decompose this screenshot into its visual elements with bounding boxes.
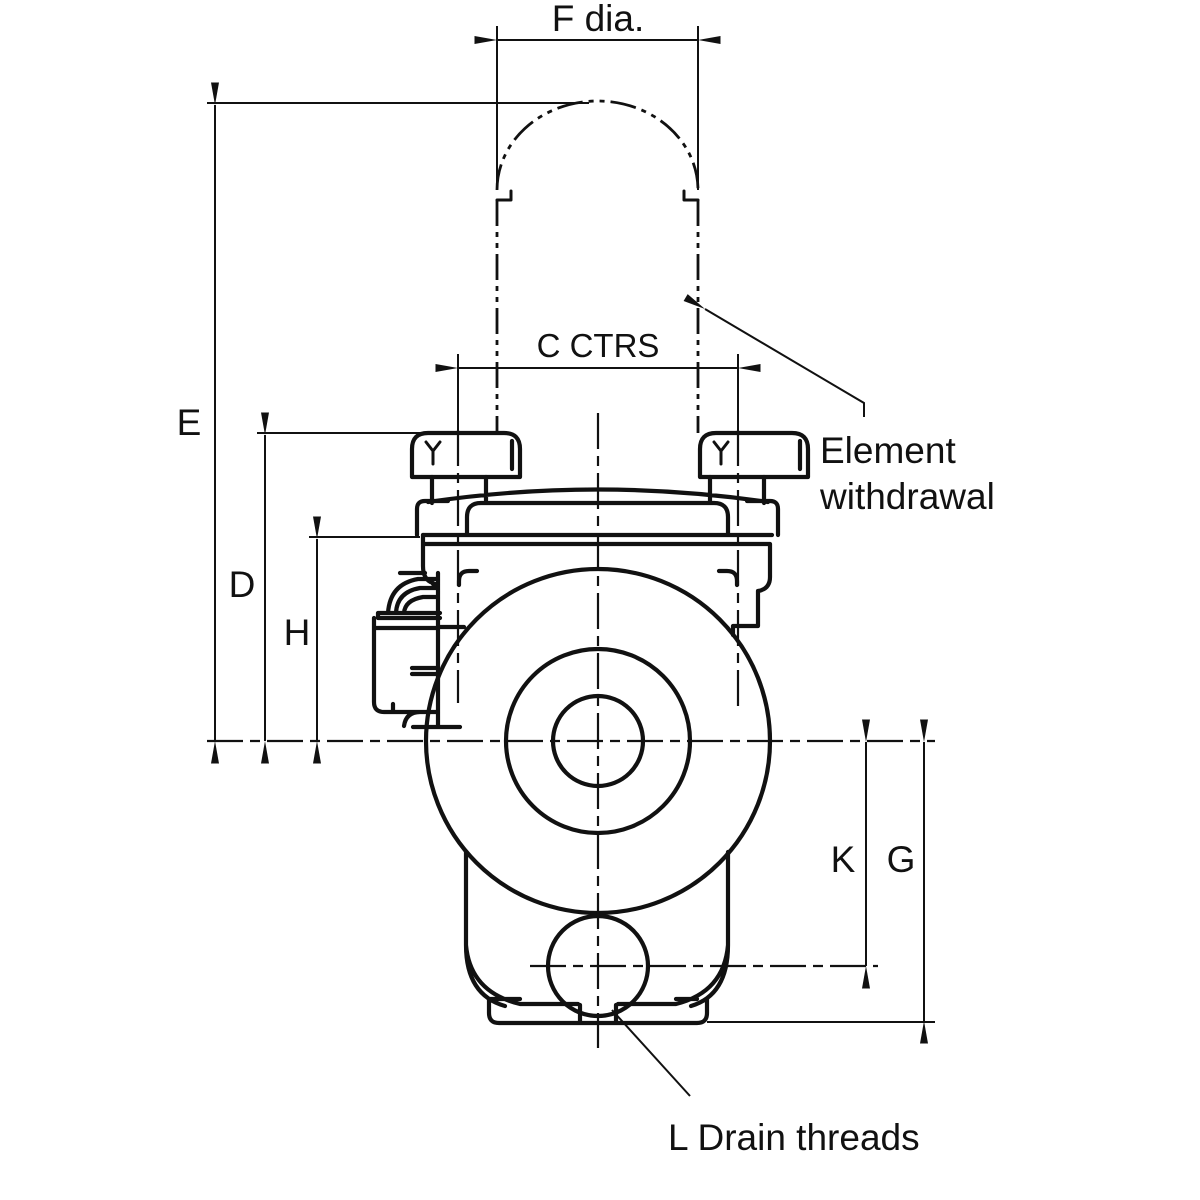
- drain-threads-callout: L Drain threads: [611, 1009, 920, 1158]
- withdrawal-envelope: [495, 99, 700, 433]
- dimension-e: E: [177, 82, 589, 764]
- k-label: K: [831, 839, 856, 880]
- left-hand-knob: [409, 430, 523, 480]
- c-ctrs-label: C CTRS: [537, 327, 660, 364]
- e-label: E: [177, 402, 202, 443]
- body-flange-band: [420, 532, 773, 638]
- drain-leader-line: [611, 1009, 691, 1097]
- dimension-c-ctrs: C CTRS: [435, 327, 761, 430]
- g-label: G: [887, 839, 916, 880]
- f-dia-label: F dia.: [552, 0, 645, 39]
- right-hand-knob: [697, 430, 811, 480]
- element-withdrawal-callout: Element withdrawal: [683, 294, 995, 517]
- dimension-g: G: [707, 719, 935, 1044]
- h-label: H: [284, 612, 311, 653]
- dimension-h: H: [284, 516, 420, 764]
- dimension-f-dia: F dia.: [474, 0, 721, 190]
- d-label: D: [229, 564, 256, 605]
- dimension-d: D: [229, 412, 497, 764]
- withdrawal-envelope-phantom: [495, 99, 700, 433]
- cover-assembly: [409, 430, 811, 538]
- dimension-k: K: [831, 719, 870, 989]
- l-drain-threads-label: L Drain threads: [668, 1117, 920, 1158]
- envelope-step-notches: [495, 189, 700, 202]
- knob-slot-marks: [424, 440, 730, 466]
- centerlines: [207, 413, 935, 1048]
- element-withdrawal-leader: [683, 294, 865, 417]
- flange-band-outline: [420, 532, 773, 638]
- element-withdrawal-label-line1: Element: [820, 430, 956, 471]
- f-extension-lines: [496, 26, 699, 190]
- element-withdrawal-label-line2: withdrawal: [819, 476, 995, 517]
